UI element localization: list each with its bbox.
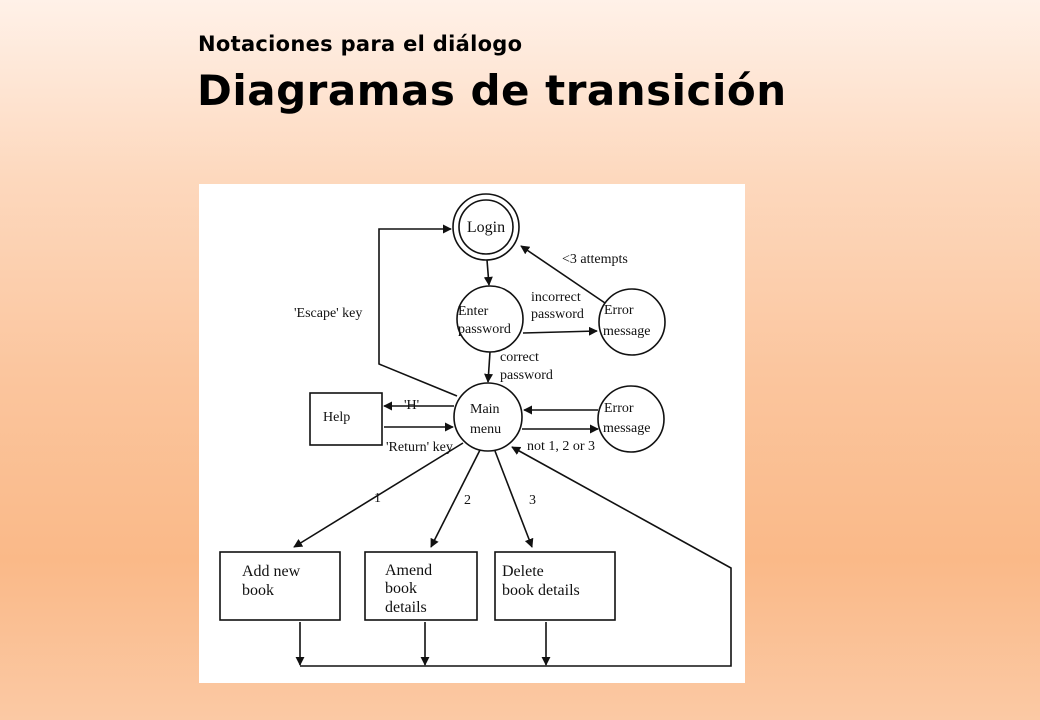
state-main-menu-line2: menu [470, 422, 501, 437]
label-incorrect-1: incorrect [531, 290, 581, 305]
edge-return-loop [300, 446, 732, 667]
state-add-book-line1: Add new [242, 563, 301, 580]
state-amend-book-details: Amend book details [364, 551, 478, 621]
page-subtitle: Notaciones para el diálogo [198, 32, 523, 56]
label-correct-1: correct [500, 350, 539, 365]
state-error-message-mid: Error message [597, 385, 665, 453]
state-enter-password-line1: Enter [458, 304, 489, 319]
label-h-key: 'H' [404, 398, 419, 413]
state-main-menu: Main menu [453, 382, 523, 452]
label-attempts: <3 attempts [562, 252, 628, 267]
label-option-1: 1 [374, 491, 381, 506]
state-add-new-book: Add new book [219, 551, 341, 621]
edge-password-to-error [522, 326, 598, 336]
state-login-label: Login [467, 219, 505, 236]
state-error-top-line1: Error [604, 303, 634, 318]
state-delete-book-details: Delete book details [494, 551, 616, 621]
state-delete-line1: Delete [502, 563, 544, 580]
edge-login-to-password [483, 259, 493, 286]
state-error-mid-line2: message [603, 421, 650, 436]
state-delete-line2: book details [502, 582, 580, 599]
label-escape-key: 'Escape' key [294, 306, 362, 321]
state-error-message-top: Error message [598, 288, 666, 356]
state-help: Help [309, 392, 383, 446]
state-enter-password-line2: password [458, 322, 511, 337]
state-help-label: Help [323, 410, 350, 425]
edge-menu-to-add [293, 442, 464, 548]
label-not-123: not 1, 2 or 3 [527, 439, 595, 454]
edge-menu-to-delete [494, 450, 534, 548]
state-main-menu-line1: Main [470, 402, 500, 417]
state-amend-line2: book [385, 580, 417, 597]
label-return-key: 'Return' key [386, 440, 453, 455]
page-title: Diagramas de transición [197, 66, 787, 115]
edge-password-to-menu [484, 351, 494, 383]
state-add-book-line2: book [242, 582, 274, 599]
label-incorrect-2: password [531, 307, 584, 322]
state-amend-line1: Amend [385, 562, 432, 579]
state-error-mid-line1: Error [604, 401, 634, 416]
edge-menu-to-amend [430, 449, 481, 548]
transition-diagram: Login Enter password Error message Main … [199, 184, 745, 683]
edge-error-to-login [520, 245, 606, 304]
edge-escape-to-login [378, 224, 458, 397]
state-amend-line3: details [385, 599, 427, 616]
label-option-3: 3 [529, 493, 536, 508]
label-correct-2: password [500, 368, 553, 383]
state-login: Login [452, 193, 520, 261]
label-option-2: 2 [464, 493, 471, 508]
state-enter-password: Enter password [456, 285, 524, 353]
state-error-top-line2: message [603, 324, 650, 339]
